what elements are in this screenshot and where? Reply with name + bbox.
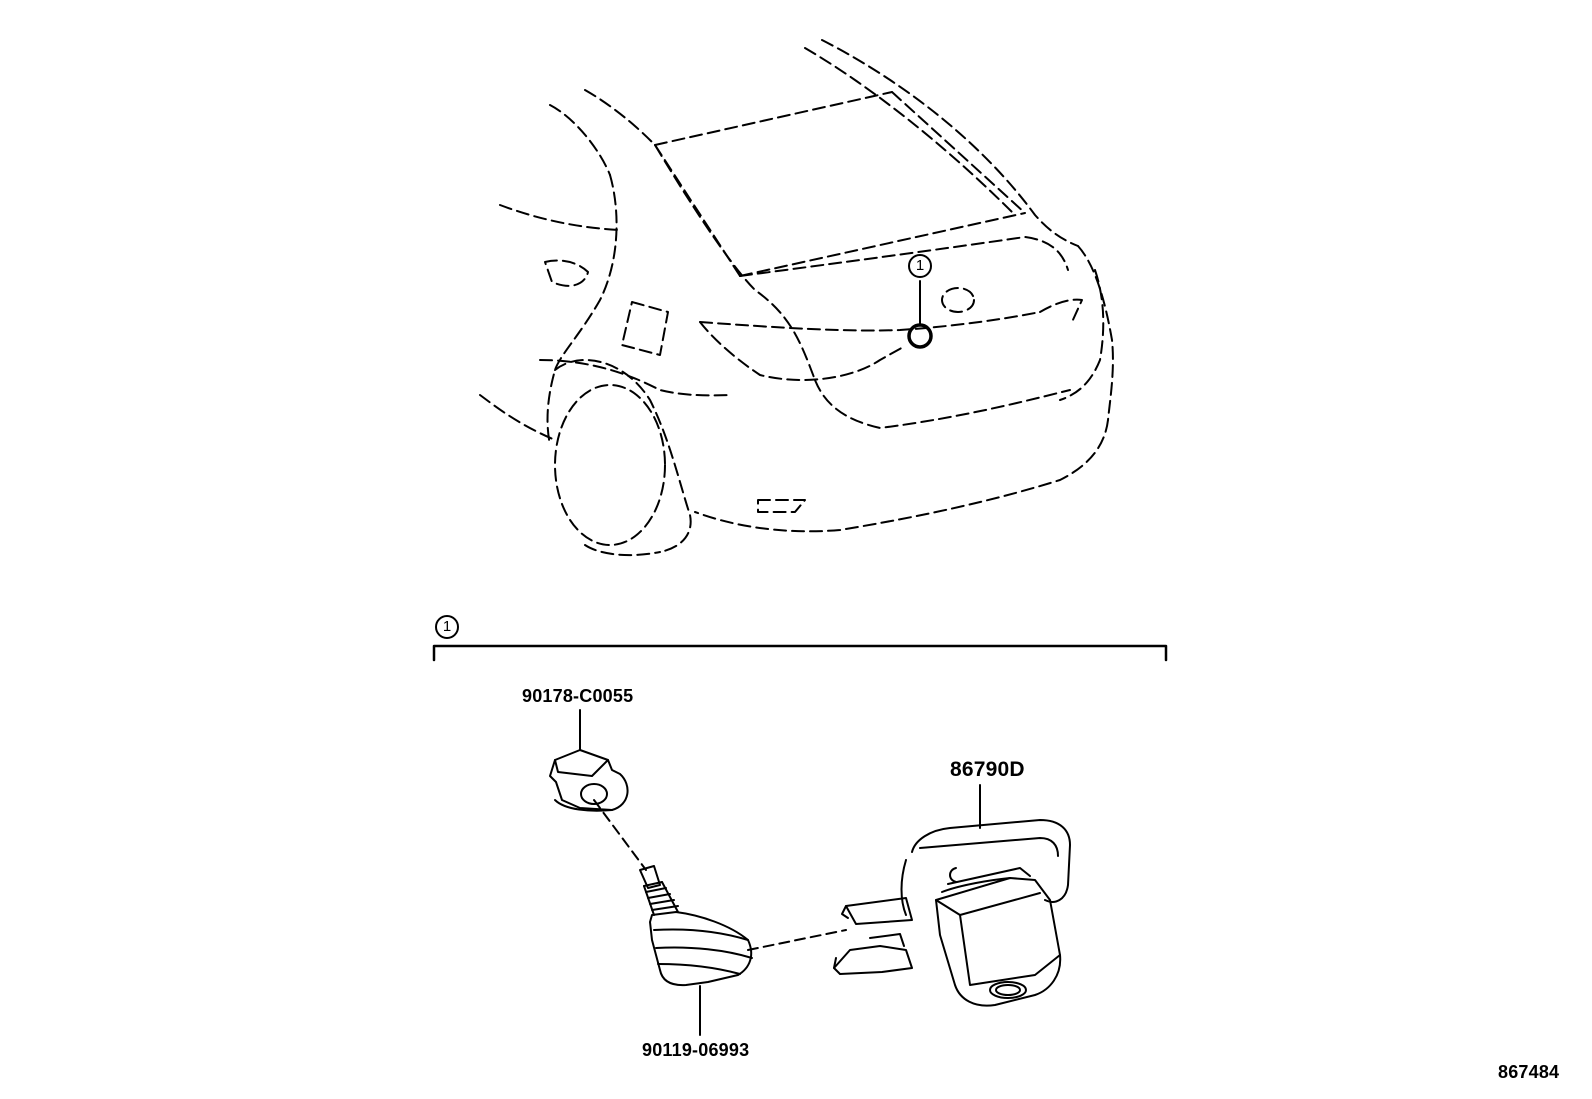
part-number-nut: 90178-C0055 — [522, 686, 634, 706]
assembly-bracket — [432, 644, 1168, 662]
part-number-bolt: 90119-06993 — [642, 1040, 750, 1060]
callout-circle-top — [908, 254, 932, 278]
car-rear-illustration — [479, 39, 1114, 557]
nut-part — [549, 709, 629, 812]
callout-circle-assembly — [435, 615, 459, 639]
diagram-id: 867484 — [1498, 1062, 1560, 1082]
callout-number-assembly: 1 — [442, 618, 452, 635]
bolt-part — [639, 865, 753, 1036]
part-number-camera: 86790D — [950, 758, 1025, 781]
camera-part — [833, 784, 1071, 1007]
callout-number-top: 1 — [915, 257, 925, 274]
